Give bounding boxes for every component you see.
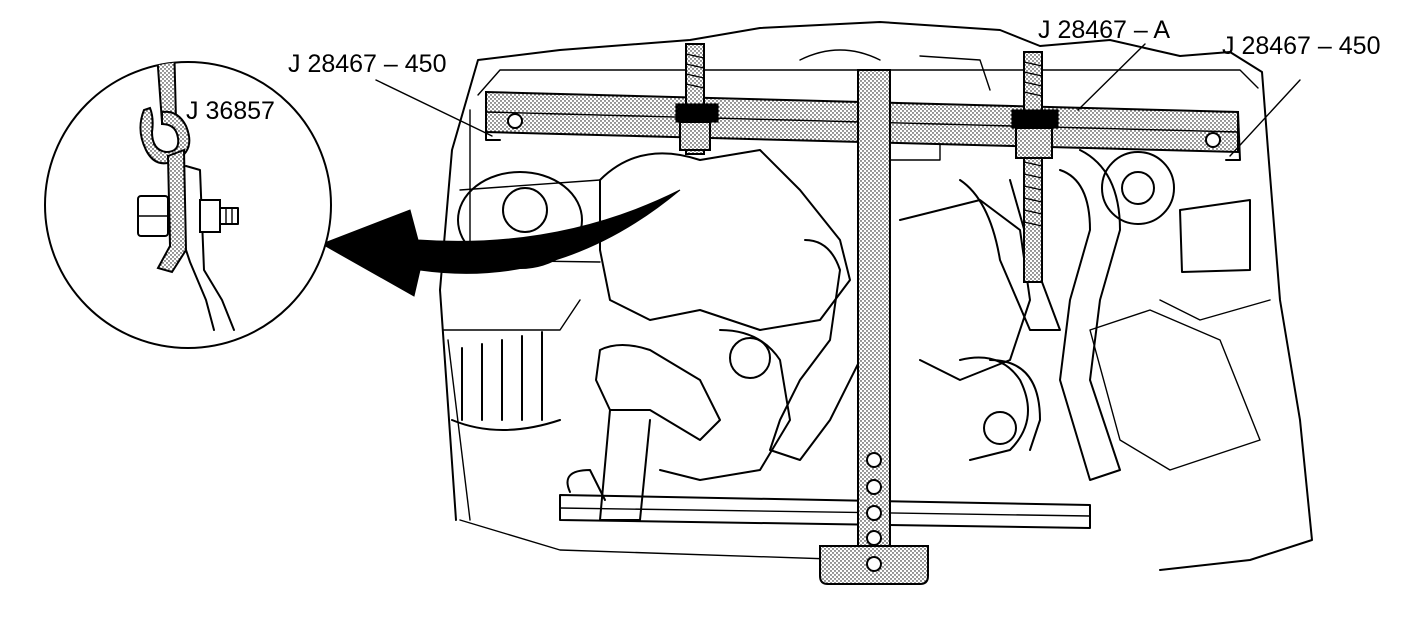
support-fixture-center-beam: [819, 69, 929, 585]
engine-components: [599, 49, 1261, 481]
lower-crossmember: [559, 469, 1091, 529]
label-j28467-450-left: J 28467 – 450: [288, 50, 447, 78]
leader-lines: [177, 43, 1301, 157]
label-j28467-a: J 28467 – A: [1038, 16, 1171, 44]
label-j28467-450-right: J 28467 – 450: [1222, 32, 1381, 60]
left-threaded-rod: [675, 43, 719, 155]
radiator-fins: [451, 331, 561, 431]
right-threaded-rod: [1011, 51, 1059, 283]
label-j36857: J 36857: [186, 97, 275, 125]
detail-arrow: [320, 189, 681, 297]
detail-inset: [44, 61, 332, 349]
